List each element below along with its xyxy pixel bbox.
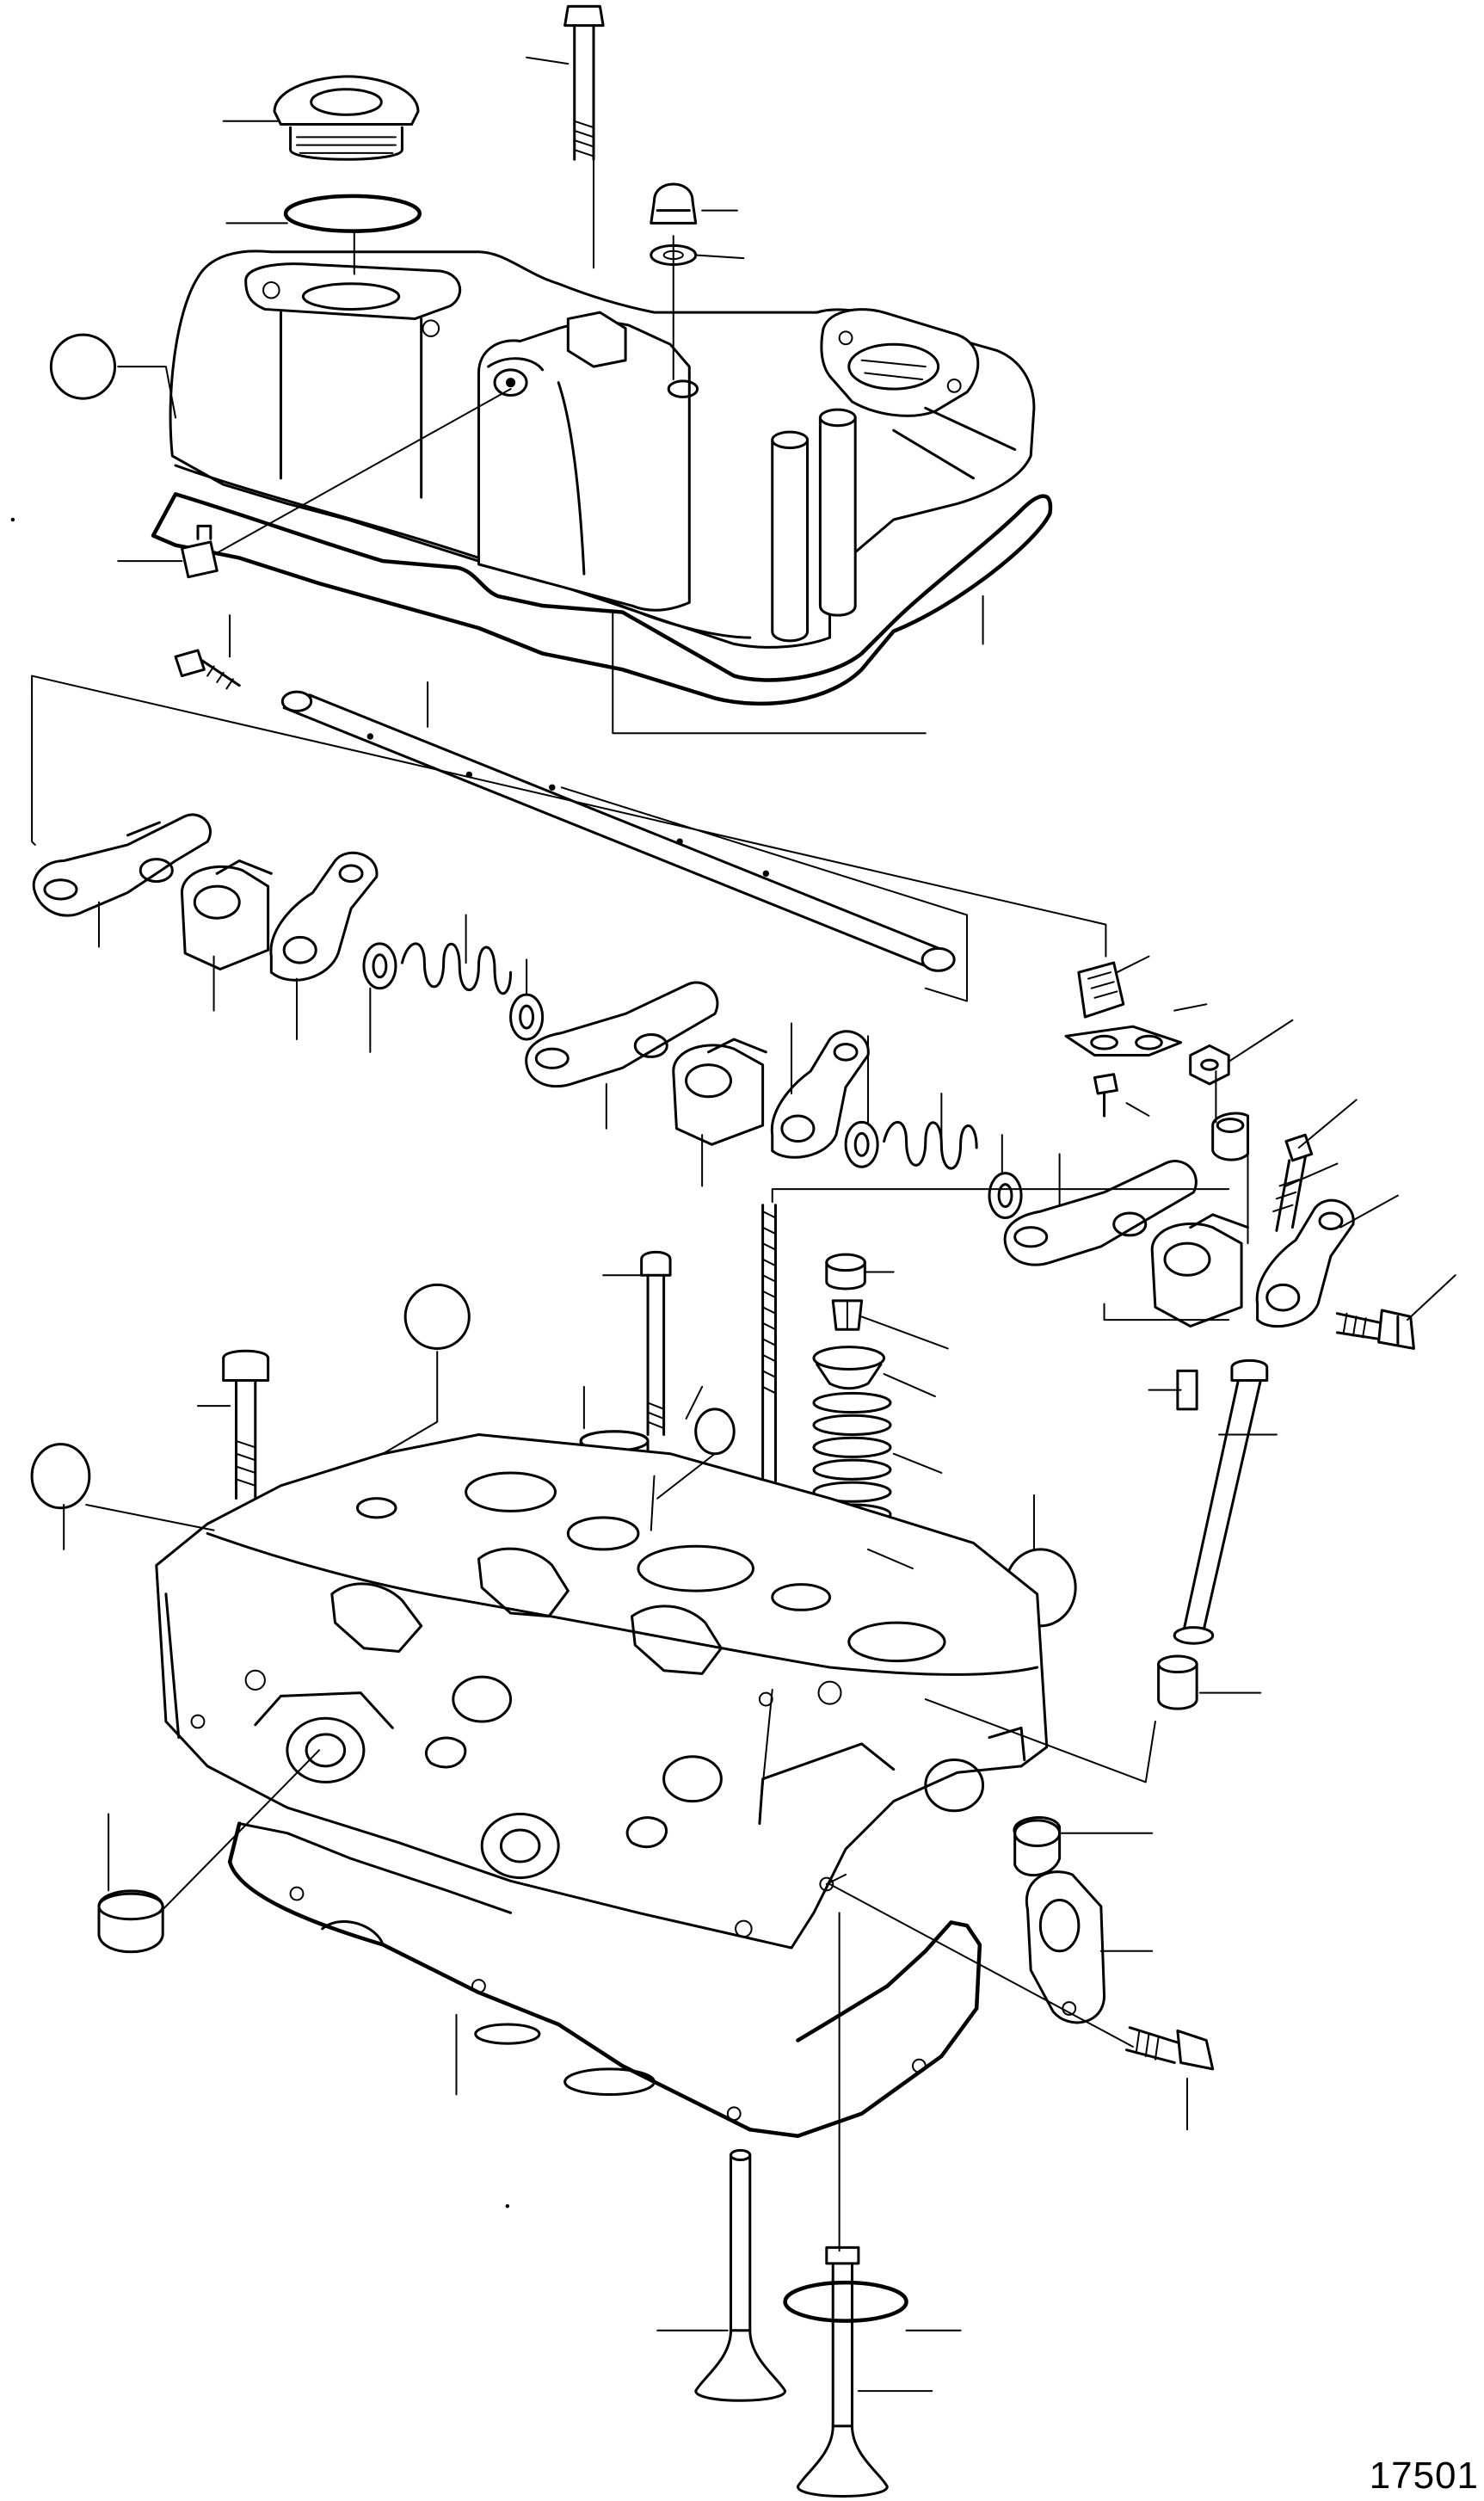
rocker-arm-2 [271, 853, 377, 980]
rocker-arm-5 [1005, 1161, 1196, 1266]
rocker-bracket-3 [1152, 1215, 1247, 1327]
plate-bolt [1127, 2028, 1213, 2069]
seal-ring-side [1014, 1818, 1060, 1876]
filler-cap-seal-ring [286, 196, 420, 231]
valve-seat-insert [99, 1891, 163, 1952]
valve-collets [833, 1301, 861, 1329]
valve-stem-seal-cap [827, 1254, 865, 1289]
rocker-spring-2 [884, 1122, 977, 1168]
head-gasket [230, 1824, 980, 2136]
cylinder-head [157, 1434, 1047, 1948]
spacer-washer-3 [846, 1122, 877, 1167]
head-bolt-1 [642, 1252, 670, 1434]
rocker-spring-1 [402, 944, 510, 994]
pushrod [1174, 1360, 1267, 1643]
head-bolt-2 [224, 1351, 268, 1498]
shaft-retaining-bolt [1337, 1310, 1413, 1348]
intake-valve [696, 2150, 785, 2400]
rocker-bracket-1 [182, 860, 271, 969]
expansion-plug-left [32, 1445, 89, 1508]
rocker-arm-6 [1257, 1200, 1353, 1326]
rocker-shaft [282, 692, 954, 970]
cup-plug-2 [696, 1409, 735, 1454]
rocker-arm-4 [772, 1032, 868, 1157]
rocker-frame-lines [32, 676, 1105, 1001]
valve-cover [170, 251, 1034, 648]
dowel-pin [1178, 1371, 1197, 1408]
figure-number: 17501 [1369, 2455, 1479, 2497]
valve-cover-gasket [153, 494, 1050, 704]
reference-circle-head [405, 1284, 469, 1348]
rocker-arm-3 [526, 983, 717, 1087]
valve-spring [814, 1393, 890, 1524]
rocker-shaft-end-bracket [1213, 1113, 1248, 1160]
tappet [1159, 1656, 1198, 1709]
lock-plate [1079, 963, 1124, 1017]
spacer-washer-2 [511, 995, 543, 1039]
spacer-washer-1 [364, 944, 396, 989]
valve-seal-ring [785, 2282, 907, 2320]
valve-spring-retainer [814, 1347, 884, 1389]
spacer-washer-4 [989, 1173, 1021, 1218]
breather-nipple [182, 389, 510, 577]
rocker-shaft-end-bolt [175, 650, 239, 688]
retaining-clip [1066, 1026, 1181, 1055]
rocker-arm-1 [34, 815, 210, 915]
exhaust-valve [797, 2247, 887, 2496]
clip-screw [1094, 1075, 1117, 1116]
cover-plate [1026, 1872, 1104, 2023]
rocker-bracket-2 [674, 1039, 767, 1144]
callout-leader-lines [64, 58, 1455, 2391]
adjusting-nut [1191, 1045, 1229, 1083]
acorn-nut [651, 184, 696, 223]
cover-bolt [565, 6, 604, 159]
reference-circle-cover [51, 335, 114, 398]
oil-filler-cap [274, 77, 418, 159]
